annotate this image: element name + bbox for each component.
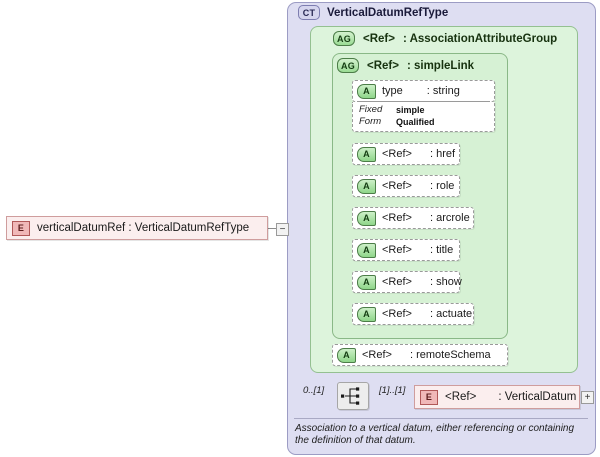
sequence-icon	[341, 387, 360, 405]
attribute-arcrole[interactable]: A <Ref> : arcrole	[352, 207, 474, 229]
attribute-badge: A	[357, 306, 376, 322]
attribute-role-ref: <Ref>	[382, 180, 412, 192]
facet-row-fixed: Fixed simple	[359, 104, 494, 116]
cardinality-right: [1]..[1]	[379, 385, 406, 396]
facet-key-fixed: Fixed	[359, 104, 383, 115]
facet-value-form: Qualified	[396, 117, 435, 127]
attribute-arcrole-ref: <Ref>	[382, 212, 412, 224]
attributegroup-badge: AG	[333, 31, 355, 46]
attribute-show-ref: <Ref>	[382, 276, 412, 288]
attribute-role-name: : role	[429, 180, 455, 192]
attribute-actuate-ref: <Ref>	[382, 308, 412, 320]
attribute-show[interactable]: A <Ref> : show	[352, 271, 462, 293]
sequence-compositor-icon[interactable]	[337, 382, 369, 410]
attribute-arcrole-name: : arcrole	[429, 212, 470, 224]
facet-row-form: Form Qualified	[359, 116, 494, 128]
attribute-actuate-name: : actuate	[429, 308, 473, 320]
attribute-group-simplelink-ref: <Ref>	[367, 59, 399, 72]
attribute-badge: A	[357, 210, 376, 226]
attribute-badge: A	[357, 242, 376, 258]
expand-verticaldatum-toggle[interactable]: +	[581, 391, 594, 404]
connector-line	[268, 228, 276, 229]
complextype-badge: CT	[298, 5, 320, 20]
attribute-group-simplelink-header: AG <Ref> : simpleLink	[337, 58, 474, 73]
attribute-show-name: : show	[429, 276, 462, 288]
attribute-href[interactable]: A <Ref> : href	[352, 143, 460, 165]
attribute-badge: A	[357, 146, 376, 162]
attribute-type-name: type	[382, 85, 403, 97]
element-verticaldatum-name: : VerticalDatum	[498, 391, 577, 403]
attribute-remoteschema-name: : remoteSchema	[409, 349, 491, 361]
attribute-type[interactable]: A type : string	[352, 80, 495, 102]
facet-key-form: Form	[359, 116, 382, 127]
element-verticaldatumref-label: verticalDatumRef : VerticalDatumRefType	[37, 222, 250, 234]
element-badge: E	[12, 220, 30, 236]
attribute-href-name: : href	[429, 148, 456, 160]
attribute-group-association-ref: <Ref>	[363, 32, 395, 45]
complextype-title: VerticalDatumRefType	[327, 6, 449, 19]
attribute-href-ref: <Ref>	[382, 148, 412, 160]
attribute-group-association-header: AG <Ref> : AssociationAttributeGroup	[333, 31, 557, 46]
attribute-role[interactable]: A <Ref> : role	[352, 175, 460, 197]
attribute-group-simplelink-name: : simpleLink	[406, 59, 475, 72]
documentation-divider	[294, 418, 588, 419]
attribute-group-association-name: : AssociationAttributeGroup	[402, 32, 558, 45]
attribute-actuate[interactable]: A <Ref> : actuate	[352, 303, 474, 325]
facet-divider	[357, 101, 490, 102]
element-verticaldatum-ref: <Ref>	[445, 391, 477, 403]
attribute-type-datatype: : string	[426, 85, 460, 97]
documentation-text: Association to a vertical datum, either …	[295, 423, 575, 446]
attribute-remoteschema-ref: <Ref>	[362, 349, 392, 361]
attribute-title[interactable]: A <Ref> : title	[352, 239, 460, 261]
attributegroup-badge: AG	[337, 58, 359, 73]
collapse-root-toggle[interactable]: −	[276, 223, 289, 236]
attribute-badge: A	[357, 83, 376, 99]
attribute-badge: A	[337, 347, 356, 363]
attribute-title-name: : title	[429, 244, 454, 256]
attribute-remoteschema[interactable]: A <Ref> : remoteSchema	[332, 344, 508, 366]
attribute-type-facets: Fixed simple Form Qualified	[352, 102, 495, 132]
element-verticaldatumref[interactable]: E verticalDatumRef : VerticalDatumRefTyp…	[6, 216, 268, 240]
attribute-badge: A	[357, 274, 376, 290]
element-verticaldatum[interactable]: E <Ref> : VerticalDatum	[414, 385, 580, 409]
attribute-badge: A	[357, 178, 376, 194]
complextype-header: CT VerticalDatumRefType	[298, 5, 448, 20]
cardinality-left: 0..[1]	[303, 385, 325, 396]
facet-value-fixed: simple	[396, 105, 425, 115]
attribute-title-ref: <Ref>	[382, 244, 412, 256]
element-badge: E	[420, 389, 438, 405]
